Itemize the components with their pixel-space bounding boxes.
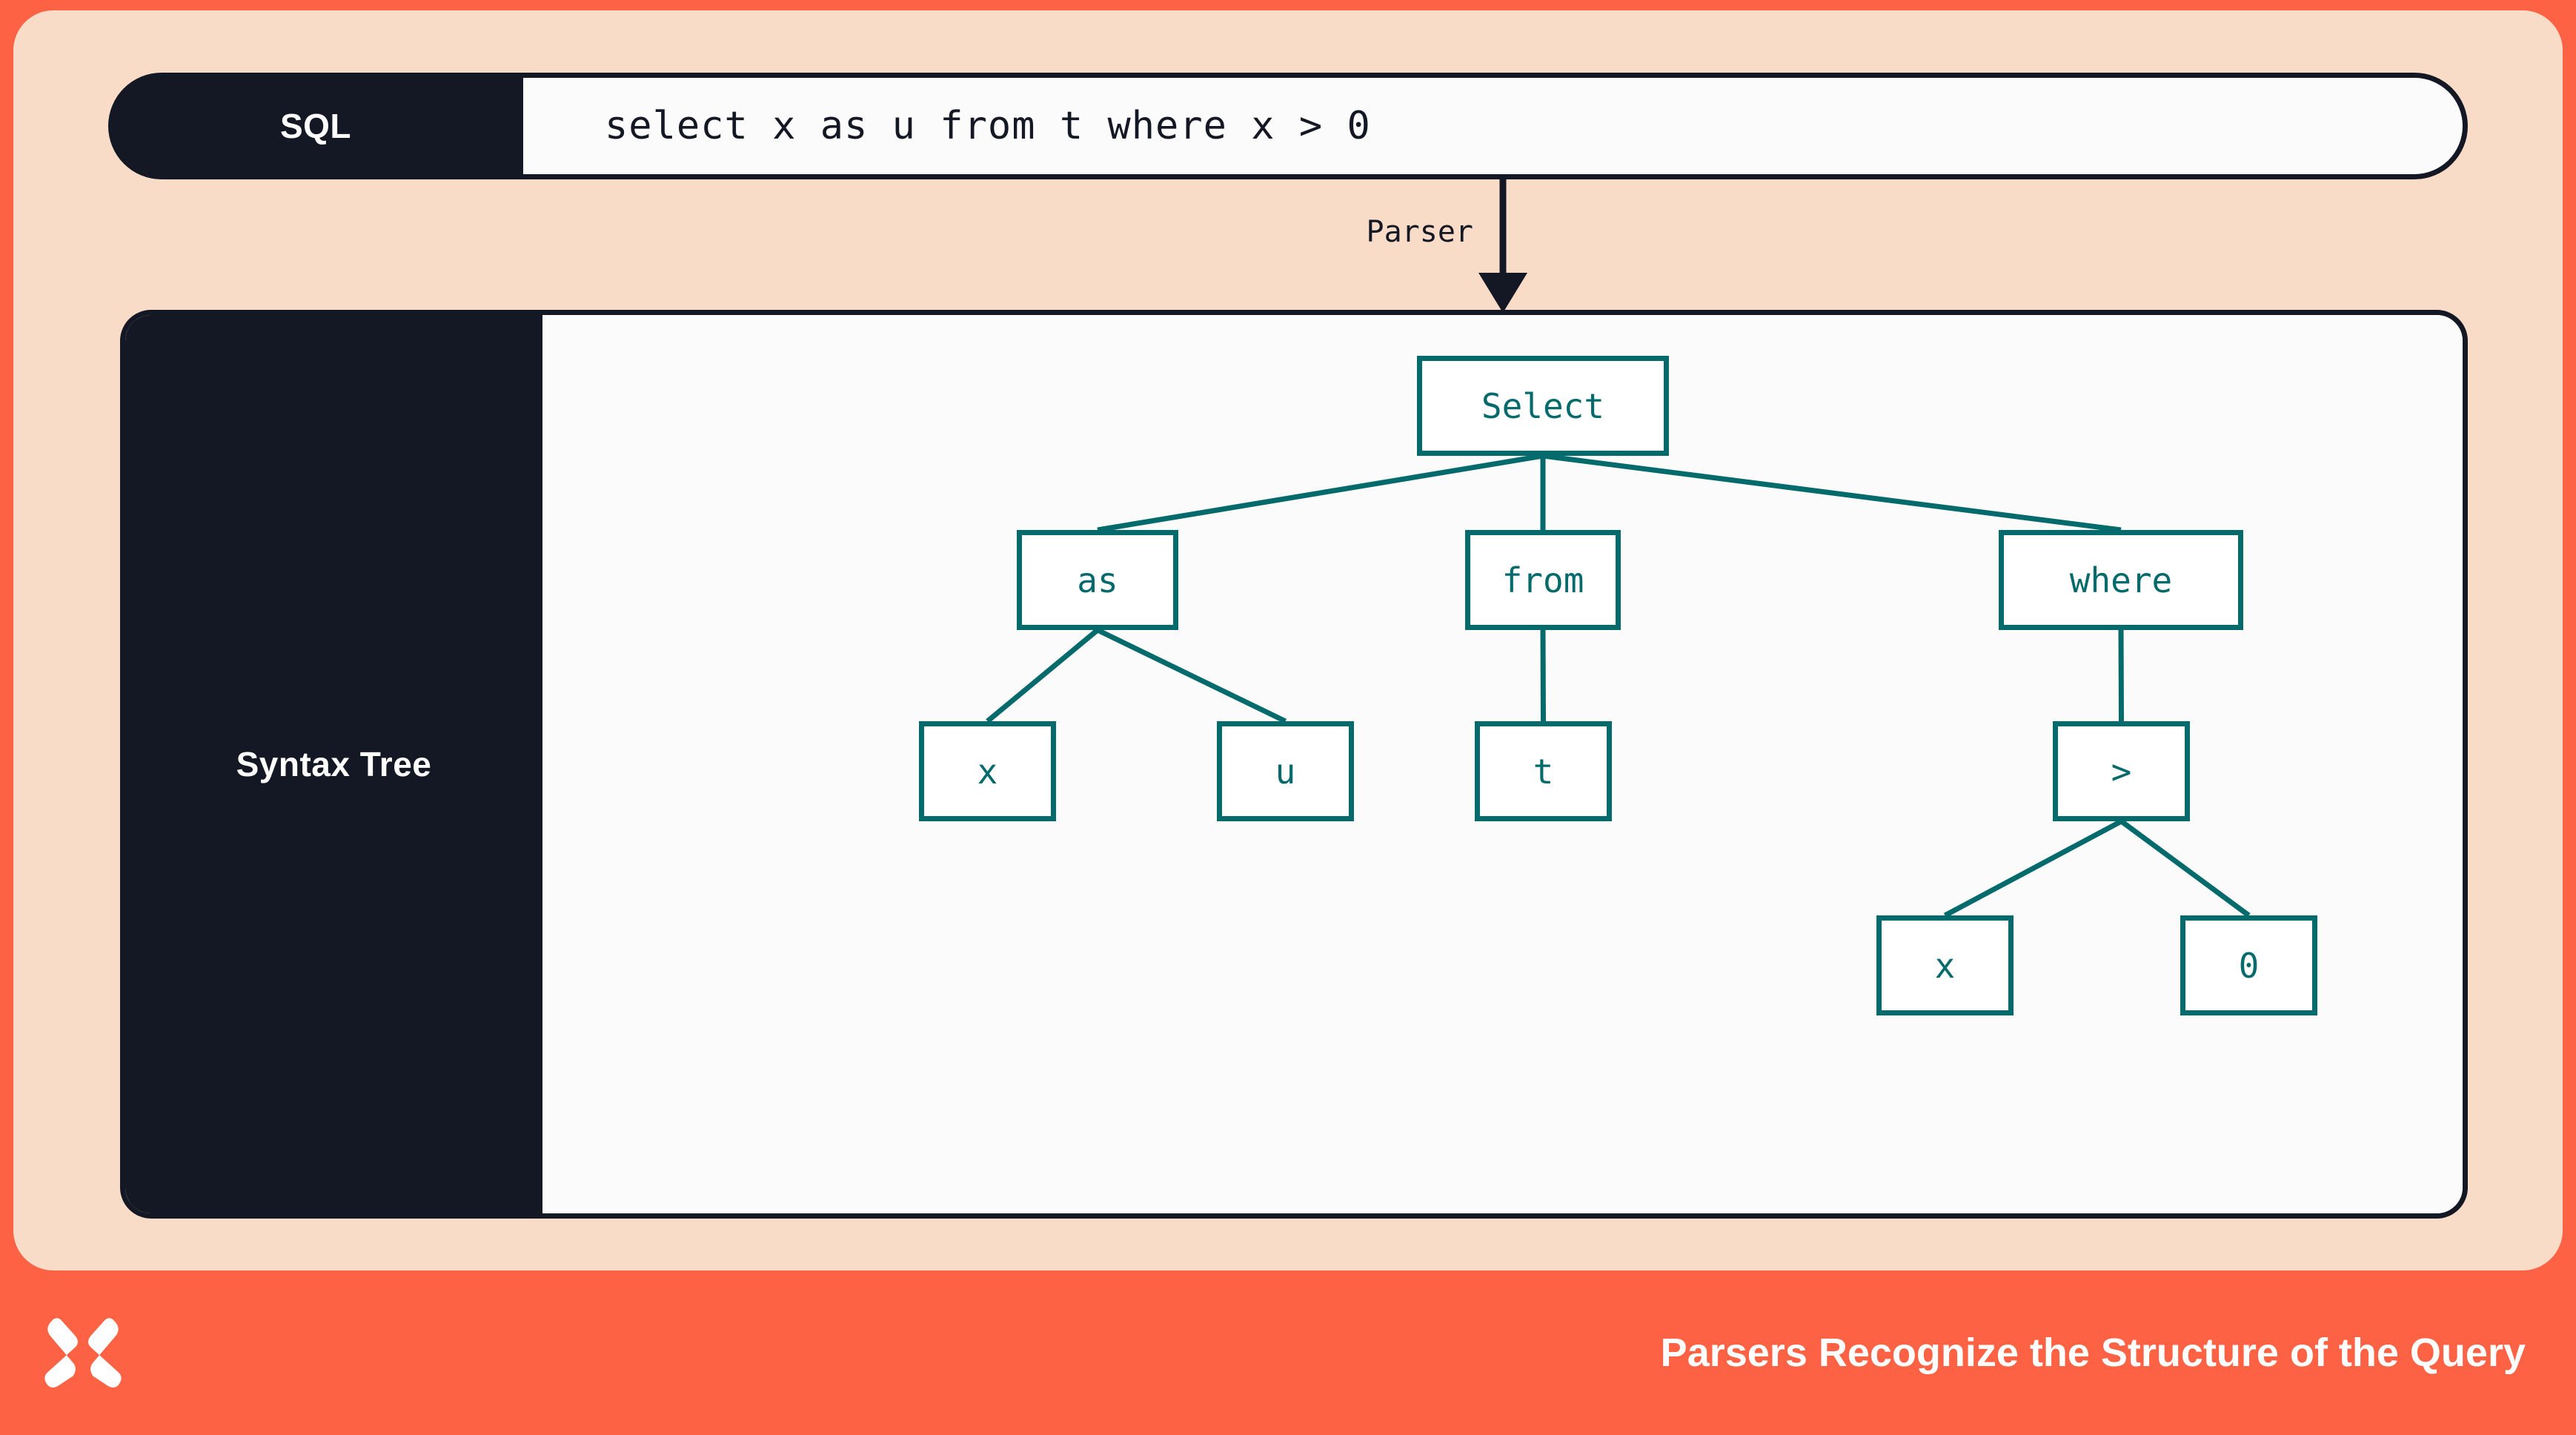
tree-edge: [2119, 819, 2251, 918]
sql-row-label: SQL: [108, 73, 523, 179]
tree-edge: [1542, 453, 2122, 533]
syntax-tree-label: Syntax Tree: [236, 745, 432, 783]
sql-input-row: SQL select x as u from t where x > 0: [108, 73, 2468, 179]
tree-node-select[interactable]: Select: [1417, 356, 1669, 456]
tree-node-u[interactable]: u: [1217, 721, 1354, 821]
sql-query-field[interactable]: select x as u from t where x > 0: [523, 73, 2468, 179]
footer-caption: Parsers Recognize the Structure of the Q…: [1660, 1330, 2526, 1375]
tree-edge: [2118, 629, 2124, 722]
footer-bar: Parsers Recognize the Structure of the Q…: [0, 1270, 2576, 1435]
tree-edge: [1540, 629, 1546, 722]
tree-node-label: where: [2069, 560, 2173, 600]
parser-label: Parser: [1366, 215, 1474, 249]
butterfly-x-logo-icon: [44, 1318, 122, 1388]
tree-node-x2[interactable]: x: [1876, 915, 2014, 1015]
main-card: SQL select x as u from t where x > 0 Par…: [13, 10, 2563, 1270]
tree-node-from[interactable]: from: [1465, 530, 1621, 630]
tree-node-label: x: [1934, 945, 1956, 986]
sql-label-text: SQL: [279, 107, 352, 145]
tree-edge: [1096, 627, 1287, 724]
syntax-tree-sidebar: Syntax Tree: [125, 315, 542, 1213]
parser-transform: Parser: [1258, 179, 1570, 314]
tree-node-x1[interactable]: x: [919, 721, 1056, 821]
tree-node-t[interactable]: t: [1475, 721, 1612, 821]
tree-node-gt[interactable]: >: [2053, 721, 2190, 821]
tree-edges: [986, 453, 2251, 918]
tree-edge: [1097, 453, 1544, 533]
tree-node-label: t: [1533, 751, 1554, 792]
tree-node-zero[interactable]: 0: [2180, 915, 2317, 1015]
tree-node-label: as: [1077, 560, 1118, 600]
tree-edge: [986, 628, 1100, 723]
tree-node-label: Select: [1481, 385, 1605, 426]
down-arrow-icon: [1478, 179, 1527, 313]
tree-node-label: 0: [2238, 945, 2260, 986]
tree-node-as[interactable]: as: [1017, 530, 1178, 630]
tree-node-label: >: [2111, 751, 2132, 792]
syntax-tree-canvas: Select as from where x u t > x 0: [542, 315, 2463, 1213]
tree-node-label: from: [1501, 560, 1584, 600]
syntax-tree-panel: Syntax Tree Select as from where x u t > x 0: [120, 310, 2468, 1219]
sql-query-text: select x as u from t where x > 0: [605, 104, 1371, 148]
tree-edge: [1943, 818, 2123, 918]
tree-node-label: x: [977, 751, 998, 792]
tree-node-where[interactable]: where: [1999, 530, 2243, 630]
tree-node-label: u: [1275, 751, 1296, 792]
